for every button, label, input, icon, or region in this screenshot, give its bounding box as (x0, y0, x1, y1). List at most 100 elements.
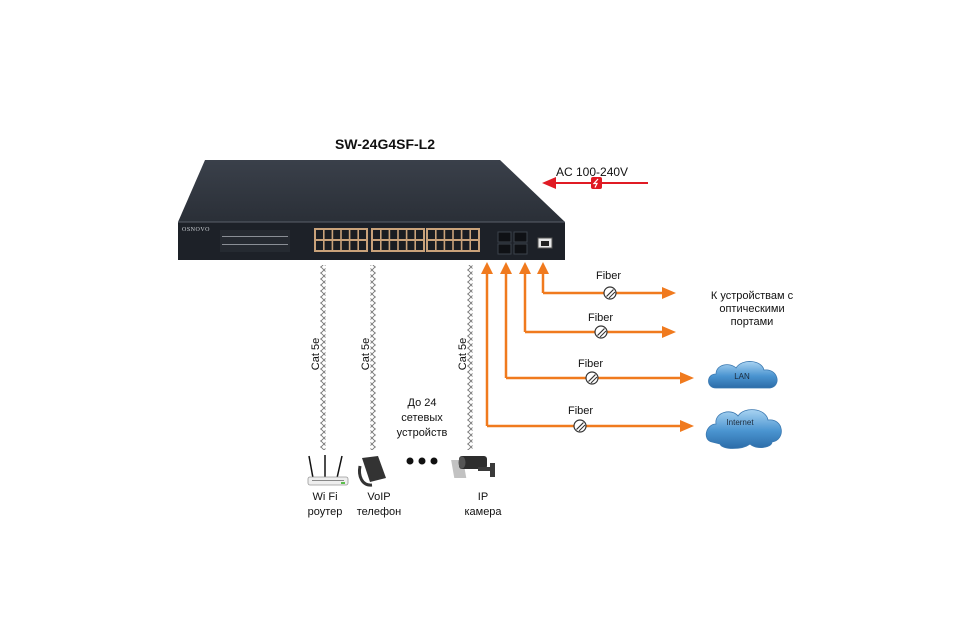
rj45-port[interactable] (453, 241, 461, 250)
device-type: камера (464, 506, 502, 518)
switch-top-panel (178, 160, 565, 222)
internet-cloud (705, 409, 782, 449)
rj45-port[interactable] (390, 241, 398, 250)
rj45-port[interactable] (350, 230, 358, 239)
rj45-port[interactable] (324, 241, 332, 250)
fiber-arrow-right (662, 326, 676, 338)
rj45-port[interactable] (428, 230, 435, 239)
fiber-label: Fiber (578, 358, 604, 370)
lan-cloud-label: LAN (734, 372, 750, 381)
rj45-port[interactable] (373, 230, 380, 239)
more-devices-line1: До 24 (407, 397, 437, 409)
status-leds (220, 230, 290, 252)
more-devices-line2: сетевых (401, 412, 443, 424)
fiber-label: Fiber (588, 312, 614, 324)
rj45-port[interactable] (428, 241, 435, 250)
device-label-ip-camera: IP камера (458, 490, 508, 520)
device-type: телефон (356, 506, 402, 518)
rj45-port[interactable] (407, 230, 415, 239)
rj45-port[interactable] (381, 230, 389, 239)
fiber-label: Fiber (596, 270, 622, 282)
rj45-port[interactable] (398, 230, 406, 239)
connector-stripe (608, 291, 616, 299)
fiber-arrow-up (500, 262, 512, 274)
rj45-port[interactable] (436, 230, 444, 239)
cat5e-cable (467, 265, 473, 450)
power-label: AC 100-240V (556, 165, 629, 179)
fiber-connector-icon (585, 371, 599, 385)
rj45-port[interactable] (462, 230, 470, 239)
fiber-label: Fiber (568, 405, 594, 417)
lan-cloud (708, 361, 778, 389)
rj45-port[interactable] (471, 241, 478, 250)
rj45-port[interactable] (316, 230, 323, 239)
device-label-wifi-router: Wi Fi роутер (300, 490, 350, 520)
rj45-port[interactable] (453, 230, 461, 239)
sfp-port[interactable] (497, 231, 512, 243)
device-name: VoIP (367, 491, 391, 503)
cable-label: Cat 5e (310, 337, 322, 371)
fiber-connector-icon (603, 286, 617, 300)
more-devices-ellipsis (406, 457, 438, 465)
more-devices-line3: устройств (396, 427, 448, 439)
rj45-port[interactable] (359, 230, 366, 239)
rj45-port[interactable] (359, 241, 366, 250)
sfp-port[interactable] (513, 231, 528, 243)
sfp-port[interactable] (513, 243, 528, 255)
rj45-port[interactable] (373, 241, 380, 250)
rj45-port[interactable] (462, 241, 470, 250)
more-devices-label: До 24 сетевых устройств (394, 396, 450, 441)
connector-stripe (590, 376, 598, 384)
brand-logo: OSNOVO (182, 227, 211, 233)
connector-stripe (576, 422, 584, 430)
rj45-port[interactable] (316, 241, 323, 250)
led-row (222, 236, 288, 245)
rj45-port[interactable] (341, 230, 349, 239)
fiber-connector-icon (573, 419, 587, 433)
wifi-router-icon (307, 455, 349, 486)
fiber-lines (481, 262, 694, 433)
optical-destination-line3: портами (730, 316, 774, 328)
rj45-port[interactable] (341, 241, 349, 250)
cable-label: Cat 5e (457, 337, 469, 371)
cat5e-cable (370, 265, 376, 450)
sfp-port-group (497, 231, 528, 255)
rj45-port[interactable] (333, 230, 341, 239)
fiber-arrow-up (481, 262, 493, 274)
rj45-port[interactable] (333, 241, 341, 250)
rj45-port[interactable] (445, 241, 453, 250)
fiber-arrow-right (680, 420, 694, 432)
fiber-arrow-up (537, 262, 549, 274)
rj45-port[interactable] (324, 230, 332, 239)
rj45-port[interactable] (416, 241, 423, 250)
fiber-arrow-right (662, 287, 676, 299)
rj45-port[interactable] (381, 241, 389, 250)
connector-stripe (588, 374, 596, 382)
fiber-arrow-up (519, 262, 531, 274)
rj45-port[interactable] (436, 241, 444, 250)
rj45-port[interactable] (407, 241, 415, 250)
device-name: Wi Fi (312, 491, 338, 503)
device-label-voip-phone: VoIP телефон (352, 490, 406, 520)
optical-destination-line1: К устройствам с (710, 290, 794, 302)
rj45-port[interactable] (471, 230, 478, 239)
rj45-port[interactable] (350, 241, 358, 250)
rj45-port[interactable] (398, 241, 406, 250)
voip-phone-icon (358, 456, 467, 487)
connector-stripe (578, 424, 586, 432)
cable-label: Cat 5e (360, 337, 372, 371)
optical-destination-line2: оптическими (719, 303, 785, 315)
power-input (542, 177, 648, 189)
optical-destination-label: К устройствам с оптическими портами (692, 290, 812, 329)
connector-stripe (597, 328, 605, 336)
power-arrowhead (542, 177, 556, 189)
device-type: роутер (307, 506, 343, 518)
rj45-port[interactable] (390, 230, 398, 239)
connector-stripe (599, 330, 607, 338)
rj45-port[interactable] (416, 230, 423, 239)
sfp-port[interactable] (497, 243, 512, 255)
rj45-port[interactable] (445, 230, 453, 239)
fiber-connector-icon (594, 325, 608, 339)
copper-cables (320, 265, 473, 450)
